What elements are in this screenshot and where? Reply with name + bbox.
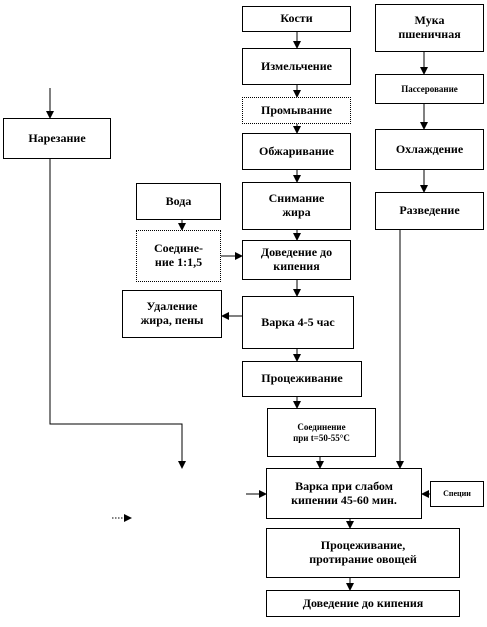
node-udalenie: Удаление жира, пены bbox=[122, 290, 222, 338]
node-dovedenie-kipenie: Доведение до кипения bbox=[242, 240, 351, 280]
node-ohlazhdenie: Охлаждение bbox=[375, 129, 484, 170]
node-passerovanie: Пассерование bbox=[375, 74, 484, 104]
node-narezanie: Нарезание bbox=[3, 118, 111, 159]
node-soedinenie-ratio: Соедине- ние 1:1,5 bbox=[136, 230, 221, 282]
node-promyvanie: Промывание bbox=[242, 97, 351, 124]
node-procezhivanie-protiranie: Процеживание, протирание овощей bbox=[266, 528, 460, 578]
node-kosti: Кости bbox=[242, 6, 351, 32]
node-dovedenie-final: Доведение до кипения bbox=[266, 590, 460, 617]
node-procezhivanie: Процеживание bbox=[242, 361, 362, 397]
node-voda: Вода bbox=[136, 183, 221, 220]
connector-narezanie-to-center bbox=[49, 159, 186, 469]
node-obzharivanie: Обжаривание bbox=[242, 133, 351, 170]
node-razvedenie: Разведение bbox=[375, 192, 484, 230]
node-izmelchenie: Измельчение bbox=[242, 48, 351, 85]
node-specii: Специи bbox=[430, 481, 484, 507]
node-snyatie-zhira: Снимание жира bbox=[242, 182, 351, 230]
node-varka-slabom: Варка при слабом кипении 45-60 мин. bbox=[266, 468, 422, 519]
node-muka: Мука пшеничная bbox=[375, 4, 484, 52]
node-varka: Варка 4-5 час bbox=[242, 296, 354, 349]
node-soedinenie-temp: Соединение при t=50-55°C bbox=[267, 408, 376, 457]
